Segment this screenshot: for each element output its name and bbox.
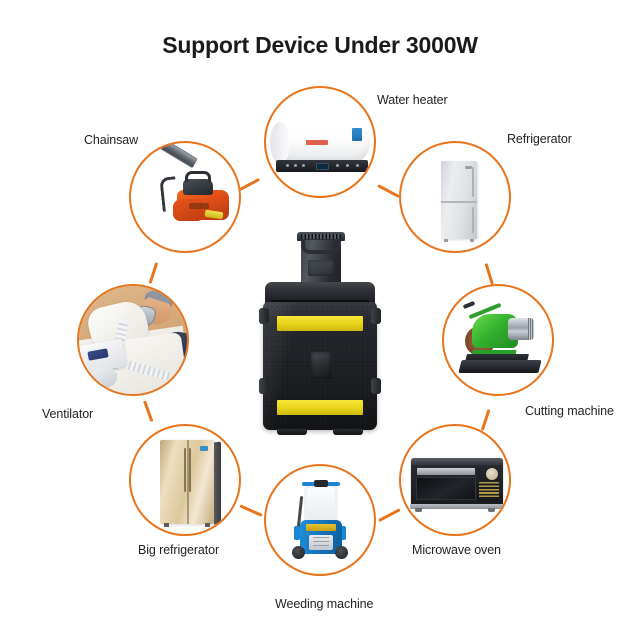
ventilator-photo-art: [79, 286, 187, 394]
device-label-cutting-machine: Cutting machine: [525, 404, 614, 418]
handle-top-bar: [297, 232, 345, 241]
latch-right-bottom: [371, 378, 381, 394]
water-heater-art: [266, 88, 374, 196]
connector-weeding-to-bigfridge: [239, 504, 263, 517]
portable-power-station[interactable]: [257, 232, 383, 437]
device-label-chainsaw: Chainsaw: [84, 133, 139, 147]
device-label-big-refrigerator: Big refrigerator: [138, 543, 220, 557]
microwave-oven-art: [401, 426, 509, 534]
case-foot-right: [333, 429, 363, 435]
case-foot-left: [277, 429, 307, 435]
device-circle-weeding-machine[interactable]: [264, 464, 376, 576]
connector-waterheater-to-refrigerator: [377, 184, 400, 199]
device-circle-microwave-oven[interactable]: [399, 424, 511, 536]
device-label-weeding-machine: Weeding machine: [275, 597, 374, 611]
latch-right-top: [371, 308, 381, 324]
port-recess-panel: [311, 352, 331, 379]
device-circle-cutting-machine[interactable]: [442, 284, 554, 396]
cutting-machine-art: [444, 286, 552, 394]
page-title: Support Device Under 3000W: [162, 32, 478, 58]
device-circle-refrigerator[interactable]: [399, 141, 511, 253]
case-body: [259, 302, 381, 435]
reflective-stripe-bottom: [277, 400, 363, 415]
device-label-microwave-oven: Microwave oven: [412, 543, 501, 557]
device-circle-chainsaw[interactable]: [129, 141, 241, 253]
device-label-refrigerator: Refrigerator: [507, 132, 572, 146]
device-label-ventilator: Ventilator: [42, 407, 94, 421]
case-lid-seam: [271, 300, 369, 303]
latch-left-top: [259, 308, 269, 324]
case-lid: [265, 282, 375, 304]
big-refrigerator-art: [131, 426, 239, 534]
connector-bigfridge-to-ventilator: [143, 400, 154, 423]
device-circle-water-heater[interactable]: [264, 86, 376, 198]
weeding-machine-art: [266, 466, 374, 574]
handle-grip: [301, 240, 341, 254]
device-circle-big-refrigerator[interactable]: [129, 424, 241, 536]
connector-chainsaw-to-waterheater: [239, 177, 261, 191]
connector-ventilator-to-chainsaw: [148, 262, 159, 284]
chainsaw-art: [131, 143, 239, 251]
device-circle-ventilator[interactable]: [77, 284, 189, 396]
device-label-water-heater: Water heater: [377, 93, 448, 107]
refrigerator-art: [401, 143, 509, 251]
connector-microwave-to-weeding: [378, 508, 401, 523]
reflective-stripe-top: [277, 316, 363, 331]
latch-left-bottom: [259, 378, 269, 394]
connector-refrigerator-to-cutting: [484, 263, 494, 285]
